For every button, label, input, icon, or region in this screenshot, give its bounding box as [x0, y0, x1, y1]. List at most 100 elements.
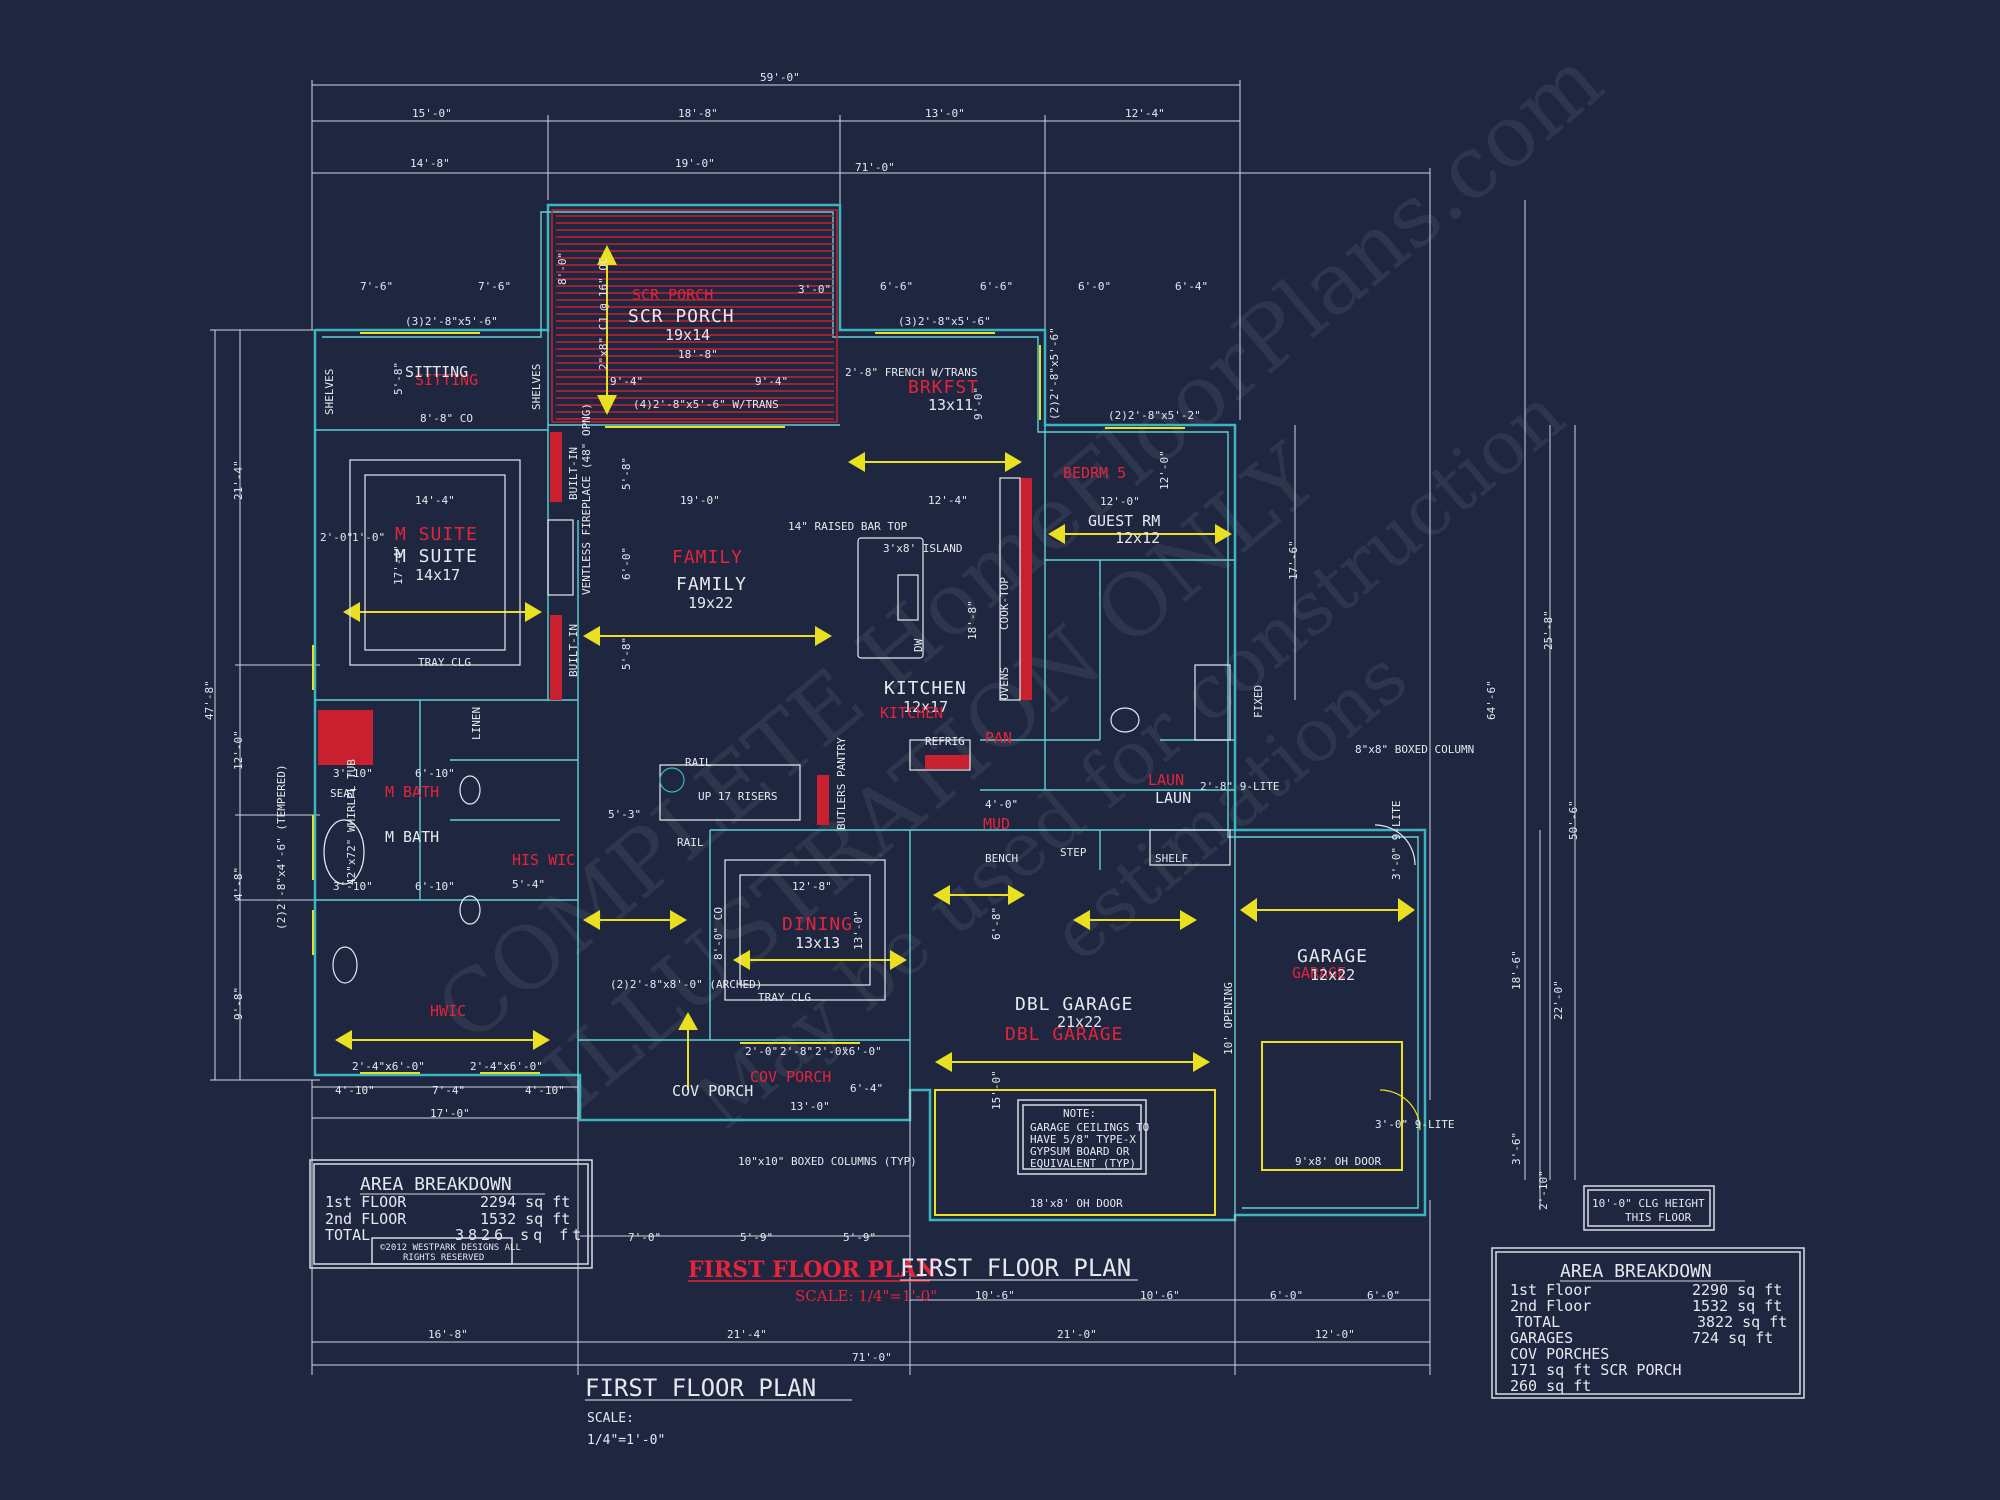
whirlpool-tub	[323, 819, 365, 885]
dim-bottom-r3-3: 5'-9"	[843, 1231, 876, 1244]
m-bath-red: M BATH	[385, 783, 439, 801]
cov-porch-dim-2: 2'-8"	[780, 1045, 813, 1058]
brkfst-window: (3)2'-8"x5'-6"	[898, 315, 991, 328]
kitchen-pan: PAN	[985, 729, 1012, 747]
family-size: 19x22	[688, 594, 733, 612]
copyright-line-1: ©2012 WESTPARK DESIGNS ALL	[380, 1243, 521, 1253]
area-right-value-3: 3822 sq ft	[1697, 1313, 1787, 1331]
toilet	[332, 946, 358, 984]
area-left-value-2: 1532 sq ft	[480, 1210, 570, 1228]
scr-porch-right-dim: 9'-4"	[755, 375, 788, 388]
garage-door-swing	[1379, 1089, 1421, 1131]
guest-rm-size: 12x12	[1115, 529, 1160, 547]
m-bath-linen: LINEN	[470, 707, 483, 740]
red-title: FIRST FLOOR PLAN	[688, 1257, 937, 1283]
dim-bottom-r3-2: 5'-9"	[740, 1231, 773, 1244]
island	[857, 537, 924, 659]
clg-height-box: 10'-0" CLG HEIGHT THIS FLOOR	[1583, 1185, 1715, 1231]
builtin-red-1	[550, 432, 562, 502]
dim-bottom-r5-4: 12'-0"	[1315, 1328, 1355, 1341]
dbl-garage-side-2: 15'-0"	[990, 1070, 1003, 1110]
area-right-extra-3: 260 sq ft	[1510, 1377, 1591, 1395]
left-dimensions: 21'-4" 12'-0" 4'-8" 9'-8" 47'-8"	[203, 329, 320, 1081]
area-right-value-1: 2290 sq ft	[1692, 1281, 1782, 1299]
dim-top-seg-3: 13'-0"	[925, 107, 965, 120]
garage-note: NOTE: GARAGE CEILINGS TO HAVE 5/8" TYPE-…	[1017, 1099, 1149, 1175]
garage-size: 12x22	[1310, 966, 1355, 984]
sitting-co: 8'-8" CO	[420, 412, 473, 425]
m-bath-dim-2: 6'-10"	[415, 767, 455, 780]
dim-left-total: 47'-8"	[203, 680, 216, 720]
tray-clg-dining	[724, 859, 886, 1001]
brkfst-red: BRKFST	[908, 377, 979, 398]
copyright-line-2: RIGHTS RESERVED	[403, 1253, 484, 1263]
area-right-title: AREA BREAKDOWN	[1560, 1261, 1712, 1282]
area-left-value-3: 3826 sq ft	[455, 1226, 585, 1244]
kitchen-size: 12x17	[903, 698, 948, 716]
clg-height-line-2: THIS FLOOR	[1625, 1211, 1692, 1224]
garage-door-side: 3'-0" 9-LITE	[1375, 1118, 1454, 1131]
family-dim: 19'-0"	[680, 494, 720, 507]
dim-bottom-r5-2: 21'-4"	[727, 1328, 767, 1341]
dim-bottom-r4-2: 10'-6"	[1140, 1289, 1180, 1302]
hwic-dim-2: 2'-4"x6'-0"	[470, 1060, 543, 1073]
cov-porch-label: COV PORCH	[672, 1082, 753, 1100]
scr-porch-side: 8'-0"	[556, 252, 569, 285]
garage-label: GARAGE	[1297, 946, 1368, 967]
right-dimensions: 17'-6" 25'-8" 64'-6" 50'-6" 18'-6" 22'-0…	[1287, 200, 1580, 1210]
bedrm-red: BEDRM 5	[1063, 464, 1126, 482]
sitting-label: SITTING	[405, 363, 468, 381]
garage-red: GARAGE	[1292, 964, 1346, 982]
stair-newel	[659, 767, 685, 793]
dining-size: 13x13	[795, 934, 840, 952]
dbl-garage-red: DBL GARAGE	[1005, 1024, 1123, 1045]
note-title: NOTE:	[1063, 1107, 1096, 1120]
dim-right-3: 64'-6"	[1485, 680, 1498, 720]
hwic-dim-1: 2'-4"x6'-0"	[352, 1060, 425, 1073]
dim-bottom-r5-3: 21'-0"	[1057, 1328, 1097, 1341]
m-bath-dim-3: 3'-10"	[333, 880, 373, 893]
stair-pantry: BUTLERS PANTRY	[835, 737, 848, 830]
dim-left-4: 9'-8"	[232, 987, 245, 1020]
area-left-value-1: 2294 sq ft	[480, 1193, 570, 1211]
brkfst-side: 9'-0"	[972, 387, 985, 420]
note-line-3: GYPSUM BOARD OR	[1030, 1145, 1130, 1158]
m-suite-label: M SUITE	[395, 546, 478, 567]
top-dimensions: 59'-0" 15'-0" 18'-8" 13'-0" 12'-4" 14'-8…	[311, 71, 1431, 1100]
family-red: FAMILY	[672, 547, 743, 568]
area-right-label-4: GARAGES	[1510, 1329, 1573, 1347]
m-bath-window: (2)2'-8"x4'-6" (TEMPERED)	[275, 764, 288, 930]
dbl-garage-label: DBL GARAGE	[1015, 994, 1133, 1015]
mud-bench: BENCH	[985, 852, 1018, 865]
dbl-garage-size: 21x22	[1057, 1013, 1102, 1031]
kitchen-ovens: OVENS	[998, 667, 1011, 700]
note-line-1: GARAGE CEILINGS TO	[1030, 1121, 1149, 1134]
dining-red: DINING	[782, 914, 853, 935]
cov-porch-side: 6'-4"	[850, 1082, 883, 1095]
dbl-garage-side: 6'-8"	[990, 907, 1003, 940]
clg-height-line-1: 10'-0" CLG HEIGHT	[1592, 1197, 1705, 1210]
bedrm-dim-2: 6'-4"	[1175, 280, 1208, 293]
lav-2	[459, 895, 481, 925]
dim-bottom-r1-1: 4'-10"	[335, 1084, 375, 1097]
cov-porch-dim-3: 2'-0"	[815, 1045, 848, 1058]
red-scale: SCALE: 1/4"=1'-0"	[795, 1287, 937, 1305]
dbl-garage-door: 18'x8' OH DOOR	[1030, 1197, 1123, 1210]
lav-guest	[1110, 707, 1140, 733]
dining-co: 8'-0" CO	[712, 907, 725, 960]
mud-dim: 4'-0"	[985, 798, 1018, 811]
dim-right-1: 17'-6"	[1287, 540, 1300, 580]
cov-porch-dim-1: 2'-0"	[745, 1045, 778, 1058]
m-bath-dim-1: 3'-10"	[333, 767, 373, 780]
sitting-shelves-left: SHELVES	[323, 369, 336, 415]
dim-left-2: 12'-0"	[232, 730, 245, 770]
m-suite-red: M SUITE	[395, 524, 478, 545]
sink	[897, 574, 919, 621]
m-bath-dim-4: 6'-10"	[415, 880, 455, 893]
guest-rm-label: GUEST RM	[1088, 512, 1160, 530]
brkfst-french: 2'-8" FRENCH W/TRANS	[845, 366, 977, 379]
pantry-red	[817, 775, 829, 825]
his-wic-dim: 5'-4"	[512, 878, 545, 891]
area-right-extra-2: 171 sq ft SCR PORCH	[1510, 1361, 1682, 1379]
dim-bottom-r1-2: 7'-4"	[432, 1084, 465, 1097]
